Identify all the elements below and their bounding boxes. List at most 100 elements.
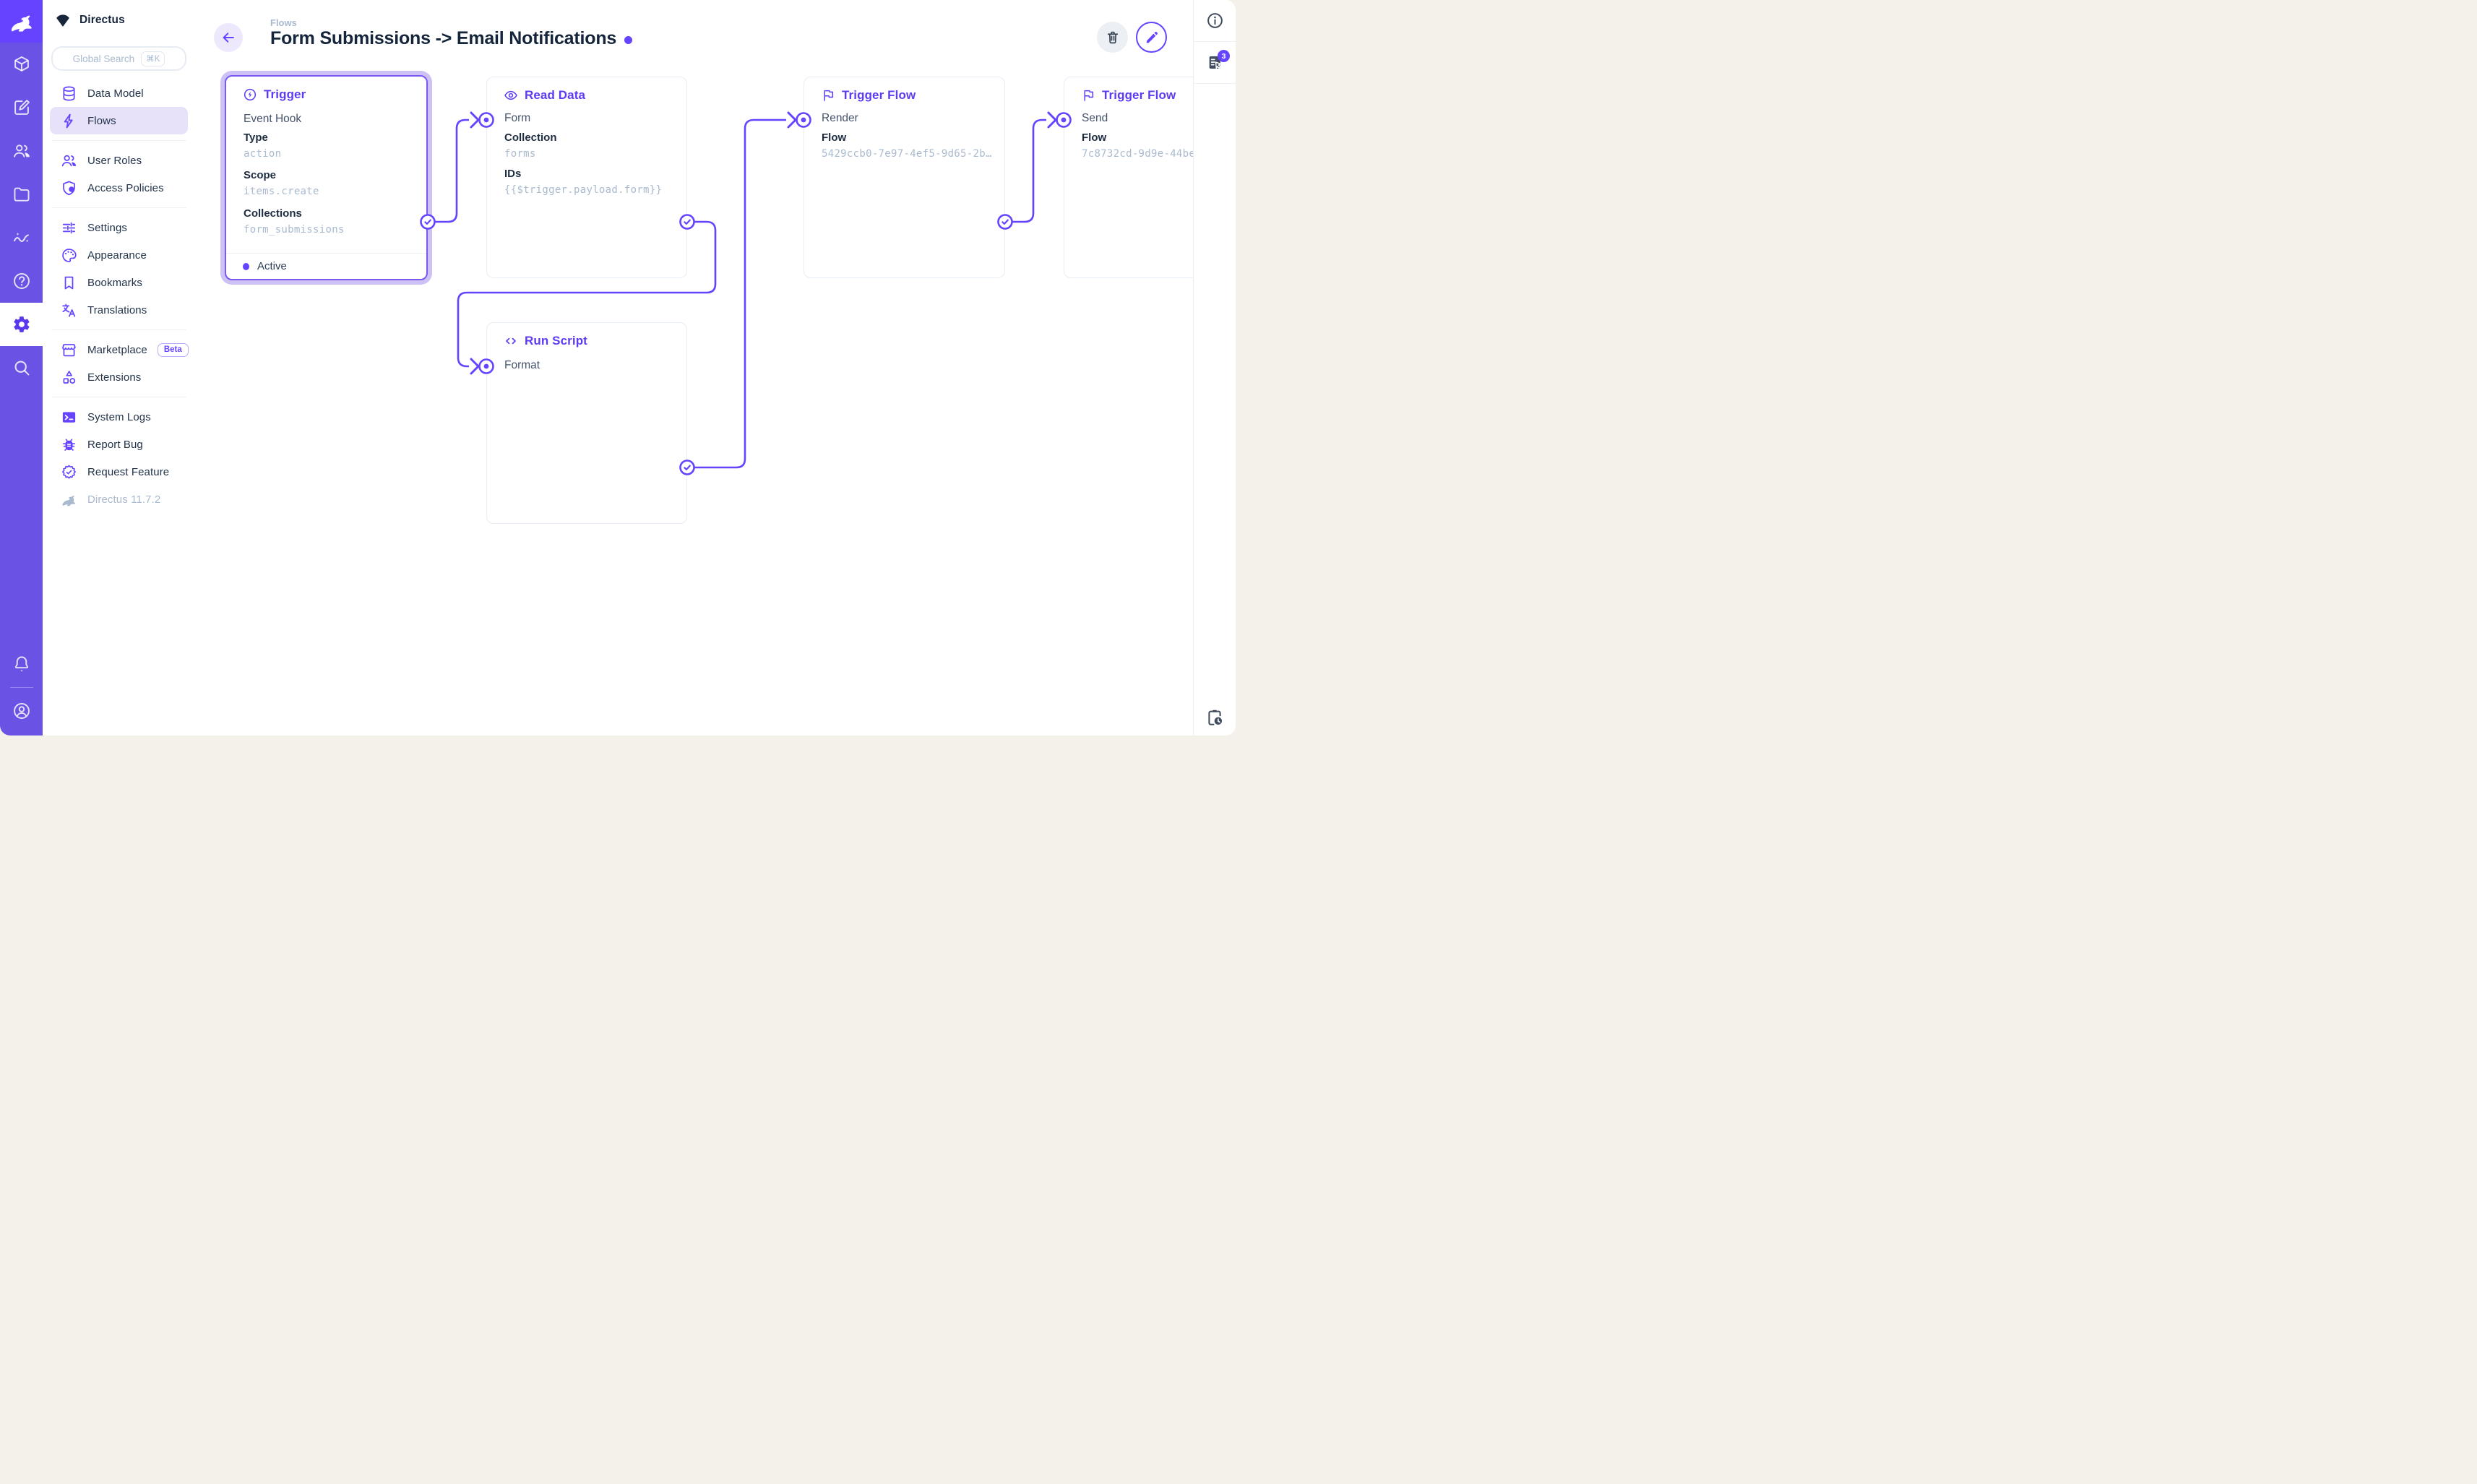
back-button[interactable]	[214, 23, 243, 52]
module-insights[interactable]	[0, 216, 43, 259]
sidebar-item-version[interactable]: Directus 11.7.2	[50, 486, 188, 513]
people-icon	[13, 144, 30, 158]
logs-count-badge: 3	[1218, 50, 1230, 62]
module-editor[interactable]	[0, 86, 43, 129]
trigger-type: Event Hook	[244, 113, 302, 125]
output-connector-read-data[interactable]	[679, 214, 695, 230]
edit-flow-button[interactable]	[1136, 22, 1167, 53]
panel-run-script[interactable]: Run Script Format	[486, 322, 687, 524]
notifications-button[interactable]	[0, 642, 43, 686]
input-connector-trigger-flow-render[interactable]	[796, 112, 811, 128]
sidebar-item-extensions[interactable]: Extensions	[50, 363, 188, 391]
panel-trigger-flow-send[interactable]: Trigger Flow Send Flow 7c8732cd-9d9e-44b…	[1064, 77, 1193, 278]
shield-user-icon	[63, 181, 75, 195]
field-label: Collection	[504, 131, 557, 144]
nav-divider	[51, 140, 186, 141]
search-placeholder: Global Search	[72, 53, 135, 64]
sidebar-item-marketplace[interactable]: Marketplace Beta	[50, 336, 189, 363]
storefront-icon	[62, 343, 76, 356]
tune-icon	[62, 222, 76, 233]
bookmark-icon	[64, 276, 74, 289]
sidebar-item-access-policies[interactable]: Access Policies	[50, 174, 188, 202]
field-label: Flow	[822, 131, 847, 144]
edit-icon	[14, 100, 30, 115]
app-window: Directus Global Search ⌘K Data Model Flo…	[0, 0, 1236, 735]
panel-trigger-flow-render[interactable]: Trigger Flow Render Flow 5429ccb0-7e97-4…	[804, 77, 1005, 278]
translate-icon	[62, 303, 76, 317]
input-connector-read-data[interactable]	[478, 112, 494, 128]
pencil-icon	[1146, 31, 1158, 43]
input-label: Form	[504, 112, 531, 124]
help-icon	[13, 273, 30, 289]
global-search-input[interactable]: Global Search ⌘K	[51, 46, 186, 71]
sidebar-item-user-roles[interactable]: User Roles	[50, 147, 188, 174]
insights-icon	[13, 232, 29, 243]
module-users[interactable]	[0, 129, 43, 173]
beta-badge: Beta	[157, 342, 189, 357]
wire-trigger-to-read-data	[434, 118, 469, 223]
trigger-status: Active	[226, 253, 426, 279]
nav-divider	[51, 329, 186, 330]
sidebar-item-appearance[interactable]: Appearance	[50, 241, 188, 269]
panel-trigger[interactable]: Trigger Event Hook Type action Scope ite…	[225, 75, 428, 280]
field-label: Scope	[244, 169, 277, 181]
directus-logo[interactable]	[0, 0, 43, 43]
sidebar-item-translations[interactable]: Translations	[50, 296, 188, 324]
logs-icon	[1209, 56, 1221, 69]
bolt-circle-icon	[244, 88, 257, 101]
field-label: IDs	[504, 168, 522, 180]
field-value: 5429ccb0-7e97-4ef5-9d65-2b…	[822, 148, 992, 160]
module-files[interactable]	[0, 173, 43, 216]
wire-run-script-to-trigger-flow-render	[694, 118, 786, 469]
sidebar-logs-button[interactable]: 3	[1194, 42, 1236, 84]
output-connector-run-script[interactable]	[679, 460, 695, 475]
delete-flow-button[interactable]	[1097, 22, 1128, 53]
sidebar-item-flows[interactable]: Flows	[50, 107, 188, 134]
page-title: Form Submissions -> Email Notifications	[270, 28, 617, 48]
bug-icon	[62, 438, 76, 451]
field-label: Flow	[1082, 131, 1107, 144]
module-help[interactable]	[0, 259, 43, 303]
breadcrumb[interactable]: Flows	[270, 17, 297, 28]
input-label: Format	[504, 359, 540, 371]
module-settings[interactable]	[0, 303, 43, 346]
sidebar-item-request-feature[interactable]: Request Feature	[50, 458, 188, 486]
search-shortcut: ⌘K	[141, 51, 165, 66]
trash-icon	[1107, 31, 1118, 43]
account-icon	[13, 703, 30, 719]
users-icon	[61, 155, 77, 166]
bell-icon	[14, 656, 28, 672]
seal-check-icon	[62, 465, 76, 479]
sidebar-info-button[interactable]	[1194, 0, 1236, 42]
output-connector-trigger-flow-render[interactable]	[997, 214, 1013, 230]
sidebar-item-bookmarks[interactable]: Bookmarks	[50, 269, 188, 296]
sidebar-item-system-logs[interactable]: System Logs	[50, 403, 188, 431]
account-button[interactable]	[0, 689, 43, 733]
info-icon	[1207, 13, 1223, 28]
panel-read-data[interactable]: Read Data Form Collection forms IDs {{$t…	[486, 77, 687, 278]
module-search[interactable]	[0, 346, 43, 389]
sidebar-item-report-bug[interactable]: Report Bug	[50, 431, 188, 458]
field-value: form_submissions	[244, 224, 345, 236]
panel-read-data-title: Read Data	[504, 88, 585, 103]
palette-icon	[62, 248, 77, 262]
pending-revisions-button[interactable]	[1194, 708, 1236, 727]
nav-sidebar: Directus Global Search ⌘K Data Model Flo…	[43, 0, 195, 735]
project-header[interactable]: Directus	[43, 0, 195, 40]
module-content[interactable]	[0, 43, 43, 86]
nav-list: Data Model Flows User Roles Access Polic…	[43, 78, 195, 514]
panel-trigger-flow-title: Trigger Flow	[821, 88, 916, 103]
active-status-dot	[243, 262, 249, 270]
panel-trigger-flow-title: Trigger Flow	[1081, 88, 1176, 103]
flow-status-dot	[624, 35, 633, 44]
sidebar-item-settings[interactable]: Settings	[50, 214, 188, 241]
input-label: Render	[822, 112, 858, 124]
sidebar-item-data-model[interactable]: Data Model	[50, 79, 188, 107]
wire-arrowhead	[1047, 111, 1057, 129]
field-value: 7c8732cd-9d9e-44be	[1082, 148, 1193, 160]
output-connector-trigger[interactable]	[420, 214, 436, 230]
database-icon	[63, 86, 75, 100]
input-connector-run-script[interactable]	[478, 358, 494, 374]
input-connector-trigger-flow-send[interactable]	[1056, 112, 1072, 128]
project-name: Directus	[79, 14, 125, 26]
